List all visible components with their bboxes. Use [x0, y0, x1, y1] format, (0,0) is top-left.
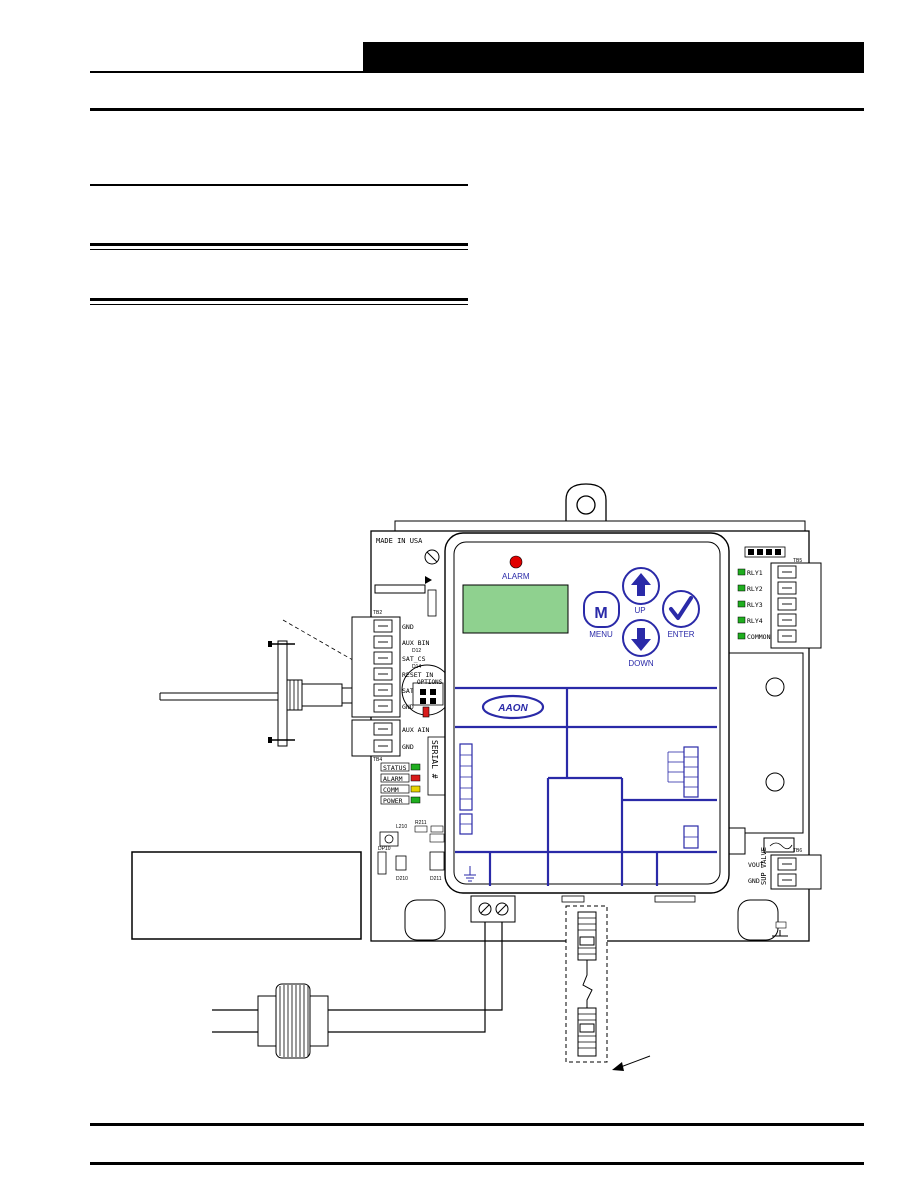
serial-label: SERIAL #	[430, 740, 439, 779]
brand-text: AAON	[497, 703, 528, 714]
relay-label-1: RLY2	[747, 585, 763, 593]
r211-label: R211	[415, 820, 427, 826]
relay-led-icon	[737, 616, 746, 624]
section-rule-3a	[90, 298, 468, 301]
transformer-coil	[257, 983, 329, 1059]
menu-button	[583, 591, 620, 628]
relay-label-2: RLY3	[747, 601, 763, 609]
relay-led-icon	[737, 632, 746, 640]
lcd-display	[462, 584, 569, 634]
left-terminal-block: GND AUX BIN SAT_CS RESET IN SAT GND AUX AIN GN…	[351, 616, 433, 757]
made-in-label: MADE IN USA	[376, 537, 423, 545]
tb5-label: TB5	[793, 558, 802, 564]
up-arrow-icon	[631, 573, 651, 596]
board-labels: MADE IN USA TB2 TB5 TB4 TB6 D12 D14 L210…	[373, 537, 802, 885]
section-rule-1	[90, 184, 468, 186]
relay-led-icon	[737, 584, 746, 592]
status-led-icon	[410, 763, 421, 771]
dp10-label: DP10	[378, 846, 391, 852]
up-label: UP	[634, 606, 645, 615]
footer-rule-1	[90, 1123, 864, 1126]
d12-label: D12	[412, 648, 421, 654]
aux-terminal-label-1: GND	[402, 743, 414, 751]
tb6-label: TB6	[793, 848, 802, 854]
valve-label: SUP VALVE	[760, 847, 768, 885]
status-led-icon	[410, 796, 421, 804]
checkmark-icon	[669, 596, 693, 620]
left-terminal-label-2: SAT_CS	[402, 655, 426, 663]
relay-label-0: RLY1	[747, 569, 763, 577]
header-rule	[90, 71, 364, 73]
enter-button	[662, 590, 700, 628]
menu-glyph: M	[594, 605, 607, 622]
led-label-0: STATUS	[383, 764, 407, 772]
relay-led-icon	[737, 568, 746, 576]
status-led-icon	[410, 774, 421, 782]
section-rule-2b	[90, 249, 468, 250]
led-label-3: POWER	[383, 797, 403, 805]
alarm-led	[509, 555, 523, 569]
d211-label: D211	[430, 876, 442, 882]
l210-label: L210	[396, 824, 407, 830]
left-terminal-label-1: AUX BIN	[402, 639, 429, 647]
footer-rule-2	[90, 1162, 864, 1165]
keypad-enclosure	[444, 532, 730, 894]
header-bar	[363, 42, 864, 73]
status-led-icon	[410, 785, 421, 793]
valve-terminal-block: VOUT GND	[748, 854, 822, 890]
tb4-label: TB4	[373, 757, 382, 763]
led-label-2: COMM	[383, 786, 399, 794]
left-terminal-label-3: RESET IN	[402, 671, 433, 679]
ground-icon	[464, 866, 476, 882]
relay-label-4: COMMON	[747, 633, 771, 641]
bottom-screw-terminal	[470, 895, 696, 923]
tb2-label: TB2	[373, 610, 382, 616]
d210-label: D210	[396, 876, 408, 882]
ground-icon	[772, 930, 788, 937]
menu-label: MENU	[589, 630, 613, 639]
callout-box	[131, 851, 362, 940]
relay-label-3: RLY4	[747, 617, 763, 625]
brand-logo	[481, 694, 545, 720]
led-label-1: ALARM	[383, 775, 403, 783]
top-rule	[90, 108, 864, 111]
section-rule-3b	[90, 304, 468, 305]
left-terminal-label-4: SAT	[402, 687, 414, 695]
options-label: OPTIONS	[417, 679, 443, 686]
down-arrow-icon	[631, 628, 651, 651]
valve-terminal-label-0: VOUT	[748, 861, 764, 869]
down-label: DOWN	[628, 659, 654, 668]
valve-terminal-label-1: GND	[748, 877, 760, 885]
enter-label: ENTER	[667, 630, 694, 639]
section-rule-2a	[90, 243, 468, 246]
left-terminal-label-5: GND	[402, 703, 414, 711]
relay-led-icon	[737, 600, 746, 608]
aux-terminal-label-0: AUX AIN	[402, 726, 429, 734]
left-terminal-label-0: GND	[402, 623, 414, 631]
modular-cable-connector	[565, 905, 608, 1063]
d14-label: D14	[412, 664, 421, 670]
alarm-label: ALARM	[502, 572, 530, 581]
